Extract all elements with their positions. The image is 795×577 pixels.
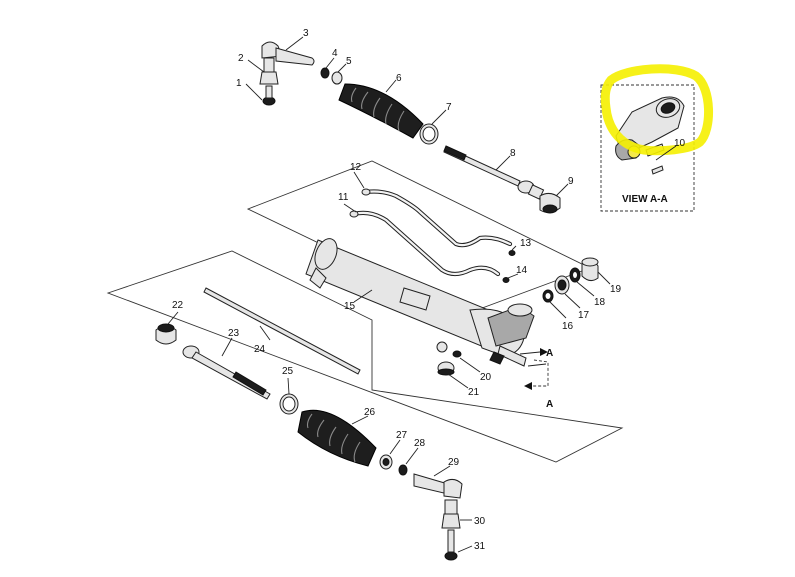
- callout-14: 14: [516, 265, 528, 276]
- rack-bushing-upper: [539, 192, 561, 214]
- clamp-upper: [419, 123, 439, 145]
- callout-10: 10: [674, 138, 686, 149]
- callout-24: 24: [254, 344, 266, 355]
- fluid-line-11: [351, 210, 501, 277]
- callout-27: 27: [396, 430, 408, 441]
- callout-21: 21: [468, 387, 480, 398]
- rack-bushing-lower: [155, 323, 177, 345]
- callout-3: 3: [303, 28, 309, 39]
- callout-1: 1: [236, 78, 242, 89]
- leader-lines: [167, 36, 677, 553]
- seal-16: [542, 289, 554, 303]
- clamp-lower: [279, 393, 299, 415]
- callout-11: 11: [338, 192, 349, 203]
- callout-22: 22: [172, 300, 184, 311]
- callout-31: 31: [474, 541, 486, 552]
- callout-16: 16: [562, 321, 574, 332]
- callout-6: 6: [396, 73, 402, 84]
- highlight-mark: [600, 64, 714, 156]
- callout-19: 19: [610, 284, 622, 295]
- lower-frame: [106, 250, 624, 463]
- section-letter-top: A: [546, 348, 553, 359]
- callout-2: 2: [238, 53, 244, 64]
- seal-17: [554, 275, 570, 295]
- callout-17: 17: [578, 310, 590, 321]
- callout-13: 13: [520, 238, 532, 249]
- rack-bar: [203, 287, 361, 375]
- callout-4: 4: [332, 48, 338, 59]
- callout-23: 23: [228, 328, 240, 339]
- fitting-11: [349, 210, 359, 218]
- callout-12: 12: [350, 162, 362, 173]
- callout-9: 9: [568, 176, 574, 187]
- section-letter-bottom: A: [546, 399, 553, 410]
- callout-5: 5: [346, 56, 352, 67]
- callout-20: 20: [480, 372, 492, 383]
- nut-28: [398, 464, 408, 476]
- o-ring-14: [502, 277, 510, 283]
- nut-20: [452, 350, 462, 358]
- jam-nut-upper: [320, 67, 343, 85]
- o-ring-13: [508, 250, 516, 256]
- view-caption: VIEW A-A: [622, 194, 668, 205]
- fitting-12: [361, 188, 371, 196]
- cap-21: [437, 361, 455, 376]
- view-a-a-detail: [615, 96, 685, 175]
- inner-tie-rod-upper: [443, 145, 545, 200]
- boot-lower: [297, 409, 377, 467]
- callout-28: 28: [414, 438, 426, 449]
- callout-8: 8: [510, 148, 516, 159]
- boot-upper: [338, 83, 424, 139]
- callout-29: 29: [448, 457, 460, 468]
- nut-27: [379, 454, 393, 470]
- fluid-line-12: [363, 189, 513, 248]
- callout-25: 25: [282, 366, 294, 377]
- callout-26: 26: [364, 407, 376, 418]
- callout-7: 7: [446, 102, 452, 113]
- seal-18: [569, 267, 581, 283]
- inner-tie-rod-lower: [182, 345, 271, 400]
- tie-rod-end-lower: [413, 473, 463, 561]
- cap-19: [581, 257, 599, 282]
- section-arrows: [519, 348, 549, 390]
- rack-housing: [305, 238, 535, 367]
- callout-15: 15: [344, 301, 356, 312]
- tie-rod-end-upper: [259, 41, 315, 106]
- callout-30: 30: [474, 516, 486, 527]
- callout-18: 18: [594, 297, 606, 308]
